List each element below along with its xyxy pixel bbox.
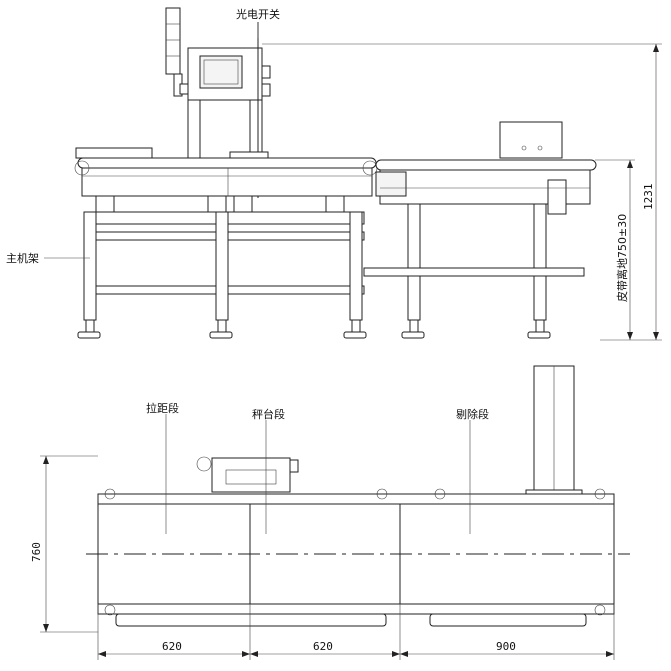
- length-label-reject: 900: [496, 640, 516, 653]
- top-view: 拉距段 秤台段 剔除段 760 620 620 900: [30, 365, 630, 660]
- main-frame: [77, 211, 367, 339]
- spacing-section-label: 拉距段: [146, 401, 179, 415]
- reject-frame: [363, 203, 585, 339]
- connecting-bar: [363, 267, 585, 277]
- side-view: 光电开关 主机架 皮带离地750±30 1231: [6, 7, 662, 341]
- touch-screen: [199, 55, 243, 89]
- weighing-head: [211, 457, 291, 493]
- height-dimensions: [262, 43, 662, 341]
- air-filter: [547, 179, 567, 215]
- weighing-conveyor: [74, 147, 378, 213]
- main-frame-label: 主机架: [6, 251, 39, 265]
- motor: [375, 171, 407, 197]
- length-label-spacing: 620: [162, 640, 182, 653]
- reject-control-box: [499, 121, 563, 159]
- reject-section-label: 剔除段: [456, 407, 489, 421]
- weighing-section-label: 秤台段: [252, 407, 285, 421]
- control-cabinet: [179, 47, 271, 163]
- length-label-weighing: 620: [313, 640, 333, 653]
- reject-conveyor: [375, 121, 597, 215]
- overall-height-label: 1231: [642, 184, 655, 211]
- width-label: 760: [30, 542, 43, 562]
- signal-tower: [165, 7, 183, 97]
- photo-switch-label: 光电开关: [236, 7, 280, 21]
- belt-height-label: 皮带离地750±30: [615, 214, 629, 302]
